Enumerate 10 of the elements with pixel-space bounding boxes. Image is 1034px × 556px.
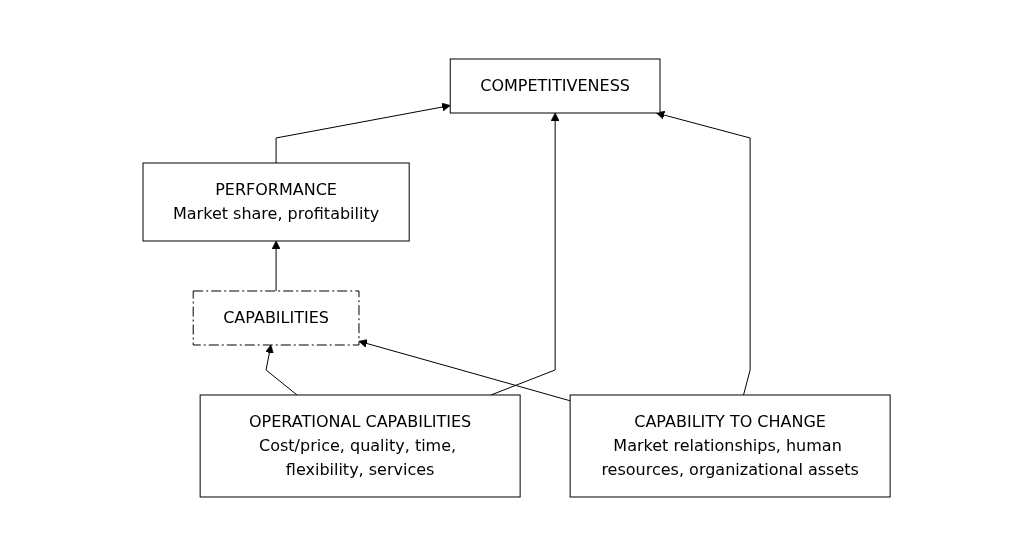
node-box: COMPETITIVENESS bbox=[450, 58, 661, 114]
arrow bbox=[276, 102, 452, 164]
node-box: CAPABILITIES bbox=[193, 290, 360, 346]
arrow bbox=[272, 240, 281, 292]
arrow bbox=[656, 110, 752, 396]
node-box: CAPABILITY TO CHANGE Market relationships, human resources, organizational assets bbox=[570, 394, 892, 498]
arrow bbox=[359, 339, 572, 402]
arrow bbox=[265, 344, 298, 396]
node-box: PERFORMANCE Market share, profitability bbox=[142, 162, 411, 242]
node-box: OPERATIONAL CAPABILITIES Cost/price, quality, time, flexibility, services bbox=[200, 394, 522, 498]
